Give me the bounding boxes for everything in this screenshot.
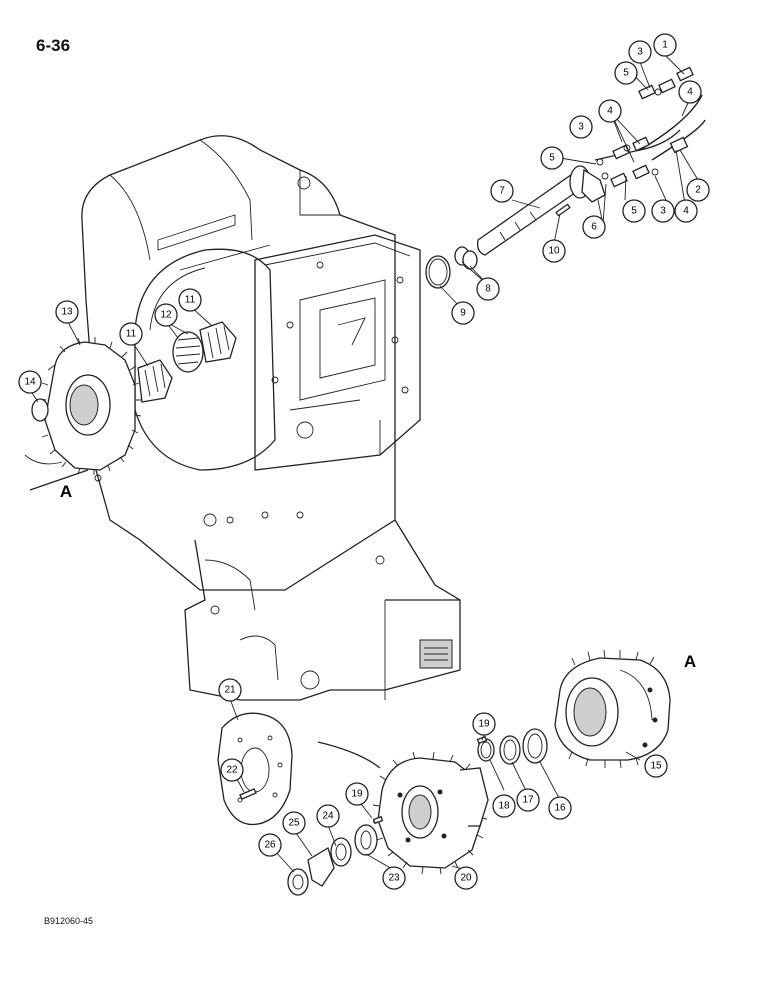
- callout-4b: 4: [598, 99, 622, 123]
- callout-15: 15: [644, 754, 668, 778]
- svg-text:25: 25: [288, 818, 300, 829]
- gear-13: [24, 337, 142, 491]
- callout-25: 25: [282, 811, 306, 835]
- callout-11b: 11: [178, 288, 202, 312]
- shaft-assembly: [425, 165, 606, 289]
- reference-letter-a-left: A: [60, 482, 72, 501]
- svg-text:8: 8: [485, 284, 491, 295]
- callout-2: 2: [686, 178, 710, 202]
- callout-5b: 5: [540, 146, 564, 170]
- svg-text:16: 16: [554, 803, 566, 814]
- callout-21: 21: [218, 678, 242, 702]
- callout-3b: 3: [569, 115, 593, 139]
- callout-1: 1: [653, 33, 677, 57]
- svg-text:15: 15: [650, 761, 662, 772]
- callout-20: 20: [454, 866, 478, 890]
- svg-text:23: 23: [388, 873, 400, 884]
- svg-text:5: 5: [631, 206, 637, 217]
- svg-text:3: 3: [660, 206, 666, 217]
- callout-4a: 4: [678, 80, 702, 104]
- reference-letter-a-right: A: [684, 652, 696, 671]
- leader-lines: [29, 55, 699, 873]
- callout-7: 7: [490, 179, 514, 203]
- callout-11a: 11: [119, 322, 143, 346]
- callout-3a: 3: [628, 40, 652, 64]
- callout-17: 17: [516, 788, 540, 812]
- transmission-housing: [81, 135, 461, 701]
- svg-text:3: 3: [578, 122, 584, 133]
- svg-text:11: 11: [126, 329, 137, 340]
- callout-26: 26: [258, 833, 282, 857]
- svg-text:17: 17: [522, 795, 534, 806]
- svg-text:13: 13: [61, 307, 73, 318]
- callout-10: 10: [542, 239, 566, 263]
- callout-3c: 3: [651, 199, 675, 223]
- svg-text:14: 14: [24, 377, 36, 388]
- svg-text:6: 6: [591, 222, 597, 233]
- callout-4c: 4: [674, 199, 698, 223]
- gear-20: [372, 751, 489, 875]
- svg-text:4: 4: [607, 106, 613, 117]
- svg-text:5: 5: [623, 68, 629, 79]
- svg-text:11: 11: [185, 295, 196, 306]
- svg-text:3: 3: [637, 47, 643, 58]
- hose-line: [317, 741, 381, 769]
- callout-19b: 19: [345, 782, 369, 806]
- svg-text:10: 10: [548, 246, 560, 257]
- callout-bubbles: 1 2 3 3 3 4 4 4 5 5 5 6 7 8 9 10 11 11 1…: [18, 33, 710, 890]
- svg-text:7: 7: [499, 186, 505, 197]
- svg-text:4: 4: [687, 87, 693, 98]
- callout-12: 12: [154, 303, 178, 327]
- callout-24: 24: [316, 804, 340, 828]
- callout-19a: 19: [472, 712, 496, 736]
- callout-6: 6: [582, 215, 606, 239]
- svg-text:21: 21: [224, 685, 236, 696]
- callout-23: 23: [382, 866, 406, 890]
- clutch-housing-15: [554, 649, 671, 769]
- fittings-and-hoses: [594, 66, 706, 188]
- callout-16: 16: [548, 796, 572, 820]
- plate-21: [217, 712, 293, 826]
- svg-text:26: 26: [264, 840, 276, 851]
- svg-text:22: 22: [226, 765, 238, 776]
- svg-text:4: 4: [683, 206, 689, 217]
- rings-16-17-18: [477, 728, 548, 765]
- callout-8: 8: [476, 277, 500, 301]
- page-number: 6-36: [36, 36, 71, 55]
- callout-18: 18: [492, 794, 516, 818]
- bolt-22: [239, 788, 257, 800]
- figure-code: B912060-45: [44, 916, 94, 926]
- svg-text:24: 24: [322, 811, 334, 822]
- pin-19-lower: [372, 815, 384, 825]
- callout-9: 9: [451, 301, 475, 325]
- callout-5c: 5: [622, 199, 646, 223]
- svg-text:9: 9: [460, 308, 466, 319]
- svg-text:19: 19: [351, 789, 363, 800]
- svg-text:2: 2: [695, 185, 701, 196]
- callout-5a: 5: [614, 61, 638, 85]
- svg-text:1: 1: [662, 40, 668, 51]
- callout-22: 22: [220, 758, 244, 782]
- bearings-11-12: [137, 321, 237, 403]
- callout-14: 14: [18, 370, 42, 394]
- svg-text:5: 5: [549, 153, 555, 164]
- svg-text:19: 19: [478, 719, 490, 730]
- washers-23-26: [287, 824, 378, 896]
- svg-text:18: 18: [498, 801, 510, 812]
- callout-13: 13: [55, 300, 79, 324]
- svg-text:20: 20: [460, 873, 472, 884]
- svg-text:12: 12: [160, 310, 172, 321]
